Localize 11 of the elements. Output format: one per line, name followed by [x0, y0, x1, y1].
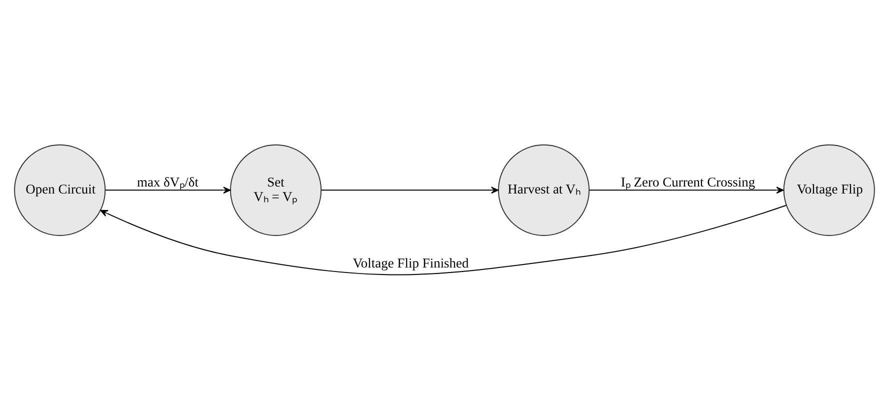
node-circle: Set Vₕ = Vₚ — [230, 144, 322, 236]
arrow — [320, 186, 499, 194]
arrow — [588, 186, 784, 194]
node-circle: Open Circuit — [14, 144, 106, 236]
node-circle: Voltage Flip — [783, 144, 875, 236]
edge-label: max δVₚ/δt — [136, 174, 199, 189]
edge-label: Voltage Flip Finished — [352, 254, 469, 270]
edge-label: Iₚ Zero Current Crossing — [620, 174, 756, 189]
arrow — [100, 204, 787, 275]
node-circle: Harvest at Vₕ — [498, 144, 590, 236]
arrow — [104, 186, 231, 194]
